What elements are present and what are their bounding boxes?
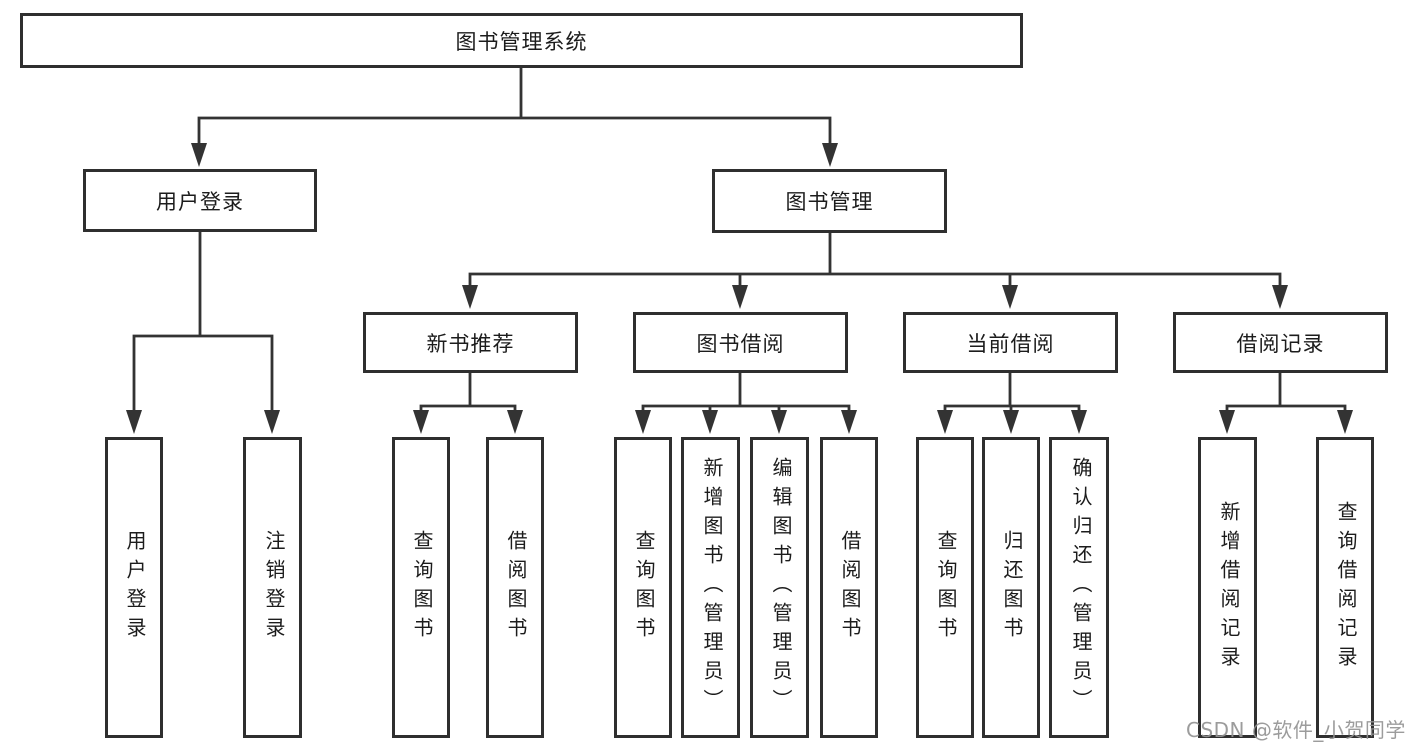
node-leaf-edit-books-admin: 编辑图书（管理员） <box>750 437 809 738</box>
node-leaf-query-books: 查询图书 <box>392 437 450 738</box>
node-leaf-borrow-books: 借阅图书 <box>820 437 878 738</box>
csdn-watermark: CSDN @软件_小贺同学 <box>1186 718 1405 742</box>
node-leaf-add-borrow-record: 新增借阅记录 <box>1198 437 1257 738</box>
node-leaf-user-login: 用户登录 <box>105 437 163 738</box>
node-current-borrowing: 当前借阅 <box>903 312 1118 373</box>
node-leaf-query-borrow-record: 查询借阅记录 <box>1316 437 1374 738</box>
node-leaf-return-books: 归还图书 <box>982 437 1040 738</box>
node-borrowing-records: 借阅记录 <box>1173 312 1388 373</box>
node-book-borrowing: 图书借阅 <box>633 312 848 373</box>
arrowhead-icons <box>126 143 1353 434</box>
connector-trunks <box>132 66 1347 415</box>
node-leaf-logout: 注销登录 <box>243 437 302 738</box>
node-library-management-system: 图书管理系统 <box>20 13 1023 68</box>
node-leaf-query-books: 查询图书 <box>916 437 974 738</box>
node-user-login: 用户登录 <box>83 169 317 232</box>
node-book-management: 图书管理 <box>712 169 947 233</box>
node-leaf-query-books: 查询图书 <box>614 437 672 738</box>
node-leaf-confirm-return-admin: 确认归还（管理员） <box>1049 437 1109 738</box>
node-leaf-borrow-books: 借阅图书 <box>486 437 544 738</box>
node-leaf-add-books-admin: 新增图书（管理员） <box>681 437 740 738</box>
node-new-book-recommend: 新书推荐 <box>363 312 578 373</box>
